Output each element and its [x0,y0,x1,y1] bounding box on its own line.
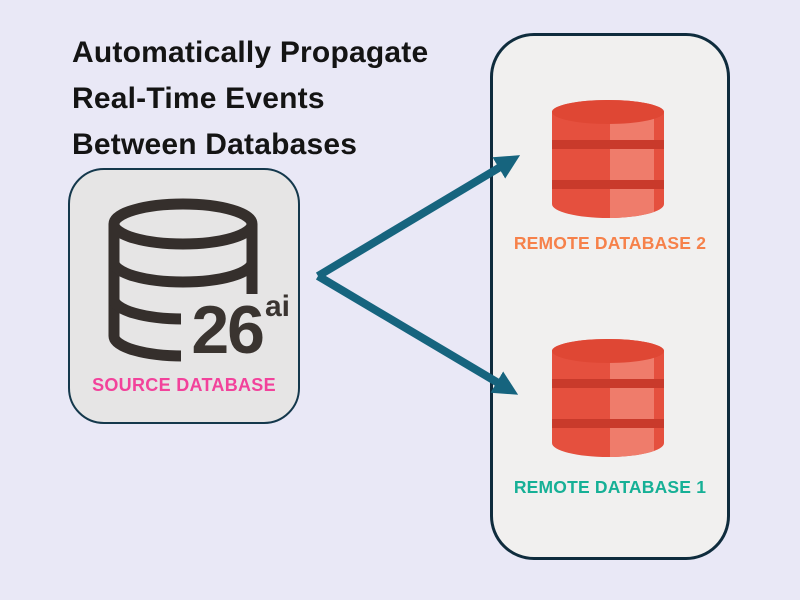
version-superscript: ai [264,290,290,323]
remote-database-2-label: REMOTE DATABASE 2 [513,233,707,253]
title-line-1: Automatically Propagate [72,36,429,69]
version-number: 26 [191,292,265,368]
diagram-title: Automatically Propagate Real-Time Events… [72,30,428,168]
title-line-2: Real-Time Events [72,82,325,115]
source-database-box: 26 ai SOURCE DATABASE [68,168,300,424]
remote-databases-panel: REMOTE DATABASE 2 REMOTE DATABASE 1 [490,33,730,560]
version-badge: 26 ai [181,290,292,368]
arrow-to-remote-1 [315,272,519,395]
remote-database-1-label: REMOTE DATABASE 1 [513,477,707,497]
arrow-to-remote-2 [315,155,521,280]
source-database-label: SOURCE DATABASE [92,375,276,395]
title-line-3: Between Databases [72,128,358,161]
database-red-icon [552,100,664,218]
database-red-icon [552,339,664,457]
